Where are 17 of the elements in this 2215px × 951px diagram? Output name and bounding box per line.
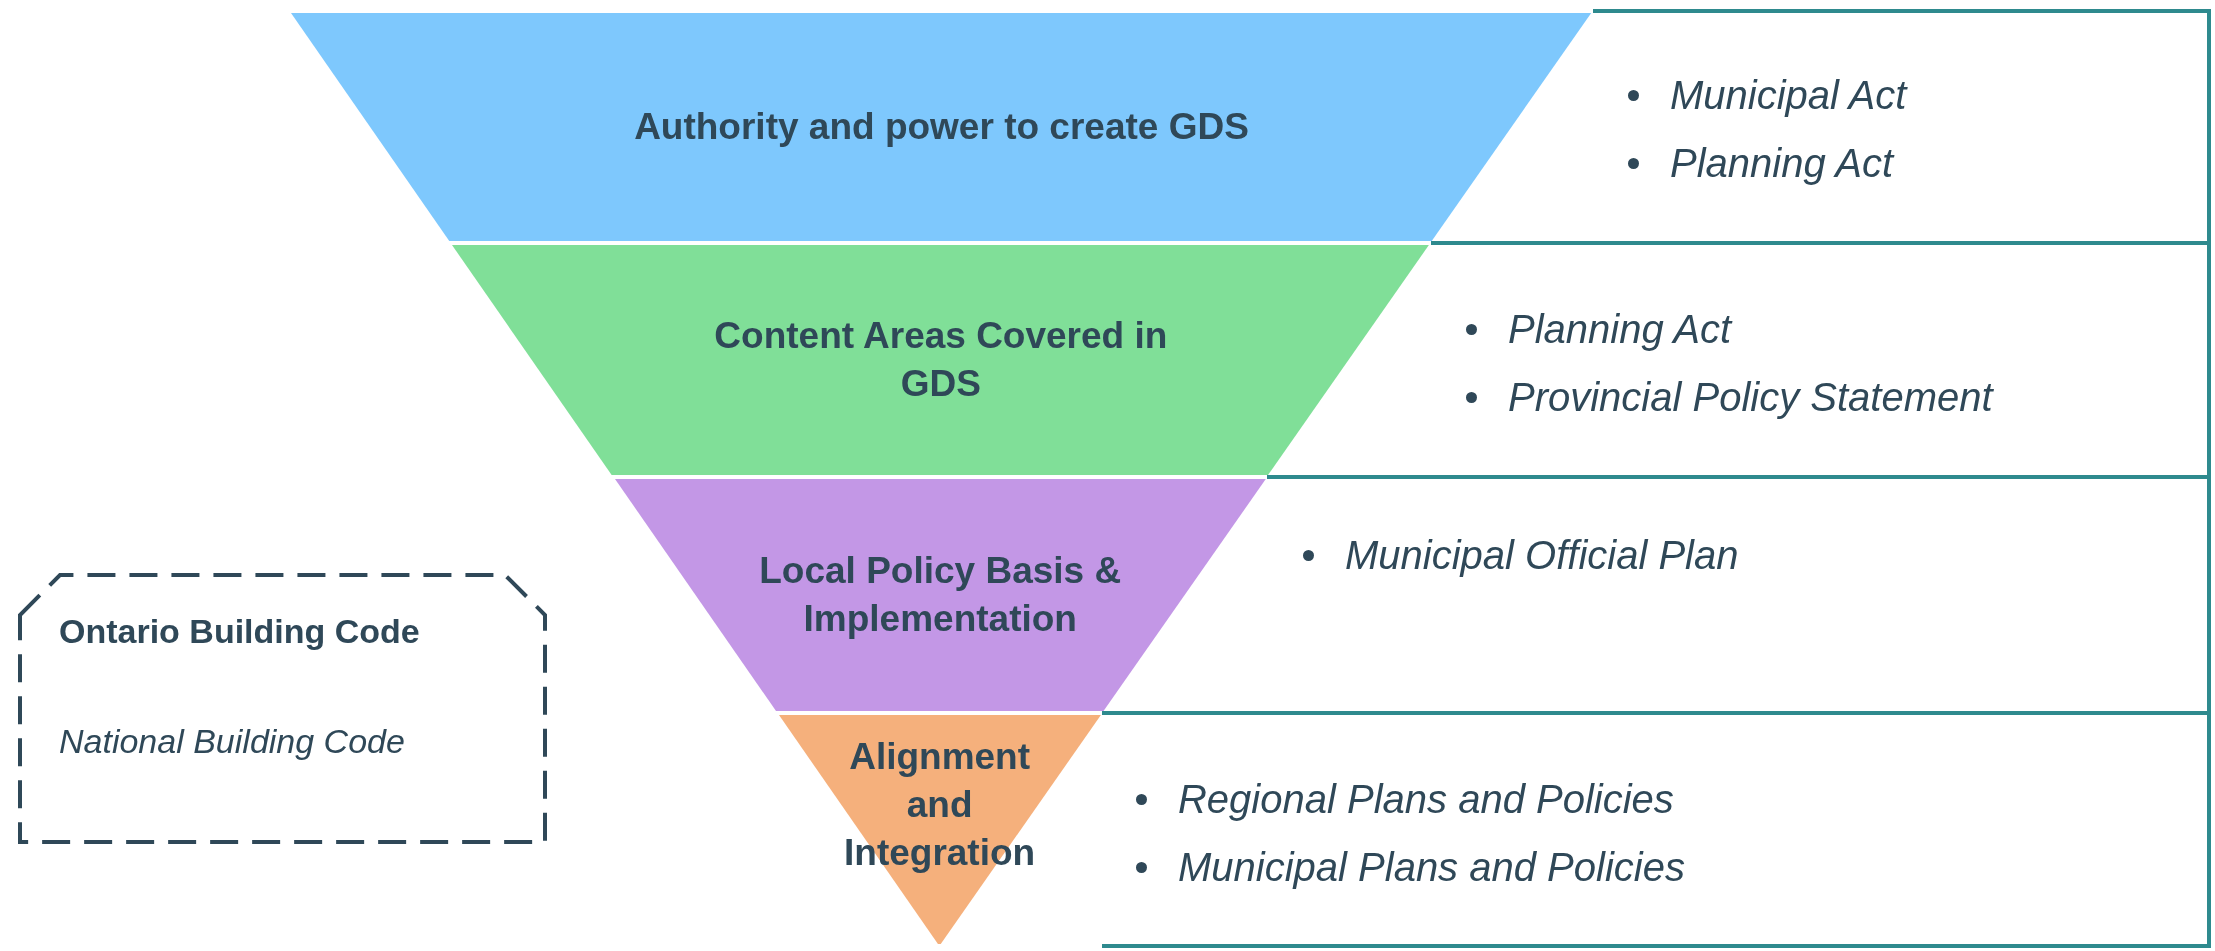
info-panel [1593, 9, 2211, 243]
bullet-text: Regional Plans and Policies [1178, 777, 1674, 821]
info-panel [1267, 475, 2211, 713]
band-title: Local Policy Basis & Implementation [758, 548, 1123, 641]
bullet-text: Provincial Policy Statement [1508, 375, 1993, 419]
box-text: National Building Code [59, 722, 405, 761]
info-panel [1430, 241, 2211, 477]
dashed-box [17, 572, 548, 845]
bullet-text: Municipal Act [1670, 73, 1907, 117]
bullet-text: Municipal Official Plan [1345, 533, 1739, 577]
bullet-text: Planning Act [1508, 307, 1732, 351]
bullet-text: Planning Act [1670, 141, 1894, 185]
band-title: Authority and power to create GDS [634, 104, 1249, 149]
box-heading: Ontario Building Code [59, 612, 420, 651]
info-panel [1101, 711, 2211, 948]
band-title: Content Areas Covered in GDS [713, 313, 1169, 406]
bullet-text: Municipal Plans and Policies [1178, 845, 1685, 889]
